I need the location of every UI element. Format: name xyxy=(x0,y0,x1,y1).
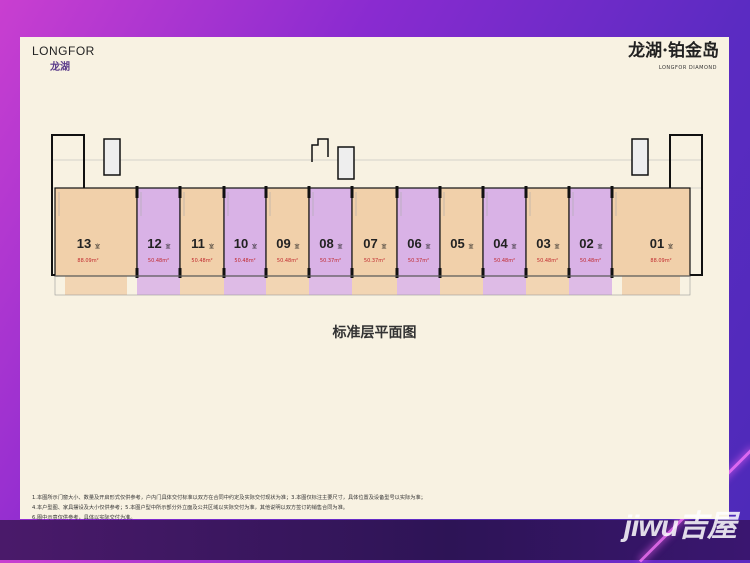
unit-suffix: 室 xyxy=(209,243,214,250)
unit-number: 11 xyxy=(191,236,205,251)
unit-balcony xyxy=(65,276,127,295)
plan-title: 标准层平面图 xyxy=(332,325,417,341)
unit-suffix: 室 xyxy=(512,243,517,250)
unit-number: 06 xyxy=(407,236,421,251)
unit-suffix: 室 xyxy=(295,243,300,250)
shaft xyxy=(311,138,329,162)
unit-room xyxy=(266,188,309,276)
unit-area: 50.48m² xyxy=(277,258,298,264)
unit-room xyxy=(440,188,483,276)
note-line: 4.本户型图、家具摆设及大小仅供参考；5.本图户型中所示部分外立面及公共区域以实… xyxy=(32,505,348,511)
unit-03: 03 室 50.48m² xyxy=(525,187,570,295)
unit-area: 50.37m² xyxy=(364,258,385,264)
unit-room xyxy=(569,188,612,276)
unit-row: 13 室 88.09m² 12 室 50.48m² 11 室 50.48m² 10 室 50.48m²… xyxy=(54,186,691,296)
notes: 1.本图所示门窗大小、数量及开启形式仅供参考，户内门具体交付标准以双方在合同中约… xyxy=(32,493,426,523)
unit-number: 08 xyxy=(319,236,333,251)
unit-area: 50.48m² xyxy=(580,258,601,264)
elevator-center xyxy=(337,146,355,180)
unit-suffix: 室 xyxy=(668,243,673,250)
project-title: 龙湖·铂金岛 xyxy=(628,41,719,61)
unit-balcony xyxy=(309,276,352,295)
note-line: 6.图中示意仅供参考，具体以实际交付为准。 xyxy=(32,515,136,521)
watermark-logo: jiwu吉屋 xyxy=(623,510,737,543)
unit-number: 12 xyxy=(147,236,161,251)
unit-area: 50.48m² xyxy=(148,258,169,264)
unit-balcony xyxy=(137,276,180,295)
unit-number: 04 xyxy=(493,236,508,251)
balcony-outline xyxy=(54,275,691,296)
unit-number: 09 xyxy=(276,236,290,251)
note-line: 1.本图所示门窗大小、数量及开启形式仅供参考，户内门具体交付标准以双方在合同中约… xyxy=(32,495,426,501)
unit-area: 50.48m² xyxy=(234,258,255,264)
unit-suffix: 室 xyxy=(469,243,474,250)
elevator-right xyxy=(631,138,649,176)
project-subtitle: LONGFOR DIAMOND xyxy=(658,65,717,71)
unit-suffix: 室 xyxy=(338,243,343,250)
floor-plan: 13 室 88.09m² 12 室 50.48m² 11 室 50.48m² 10 室 50.48m²… xyxy=(51,134,703,296)
unit-number: 01 xyxy=(650,236,664,251)
unit-room xyxy=(612,188,690,276)
unit-12: 12 室 50.48m² xyxy=(136,187,181,295)
unit-room xyxy=(55,188,137,276)
unit-number: 13 xyxy=(77,236,91,251)
unit-room xyxy=(137,188,180,276)
light-streak xyxy=(0,0,166,13)
unit-balcony xyxy=(397,276,440,295)
unit-number: 03 xyxy=(536,236,550,251)
unit-11: 11 室 50.48m² xyxy=(179,187,225,295)
unit-area: 50.37m² xyxy=(408,258,429,264)
unit-suffix: 室 xyxy=(166,243,171,250)
unit-balcony xyxy=(224,276,266,295)
unit-01: 01 室 88.09m² xyxy=(611,187,691,295)
unit-area: 88.09m² xyxy=(77,258,98,264)
unit-room xyxy=(180,188,224,276)
unit-room xyxy=(352,188,397,276)
unit-suffix: 室 xyxy=(598,243,603,250)
unit-07: 07 室 50.37m² xyxy=(351,187,398,295)
unit-room xyxy=(224,188,266,276)
unit-number: 07 xyxy=(363,236,377,251)
unit-room xyxy=(483,188,526,276)
unit-room xyxy=(397,188,440,276)
unit-06: 06 室 50.37m² xyxy=(396,187,441,295)
elevator-left xyxy=(103,138,121,176)
unit-suffix: 室 xyxy=(382,243,387,250)
unit-13: 13 室 88.09m² xyxy=(54,187,138,295)
unit-balcony xyxy=(352,276,397,295)
corridor xyxy=(51,159,703,189)
unit-balcony xyxy=(569,276,612,295)
unit-08: 08 室 50.37m² xyxy=(308,187,353,295)
unit-area: 88.09m² xyxy=(650,258,671,264)
unit-area: 50.48m² xyxy=(537,258,558,264)
unit-suffix: 室 xyxy=(252,243,257,250)
unit-05: 05 室 xyxy=(439,187,484,295)
brand-logo: LONGFOR xyxy=(32,44,95,58)
unit-balcony xyxy=(622,276,680,295)
unit-balcony xyxy=(440,276,483,295)
unit-balcony xyxy=(180,276,224,295)
unit-balcony xyxy=(483,276,526,295)
unit-04: 04 室 50.48m² xyxy=(482,187,527,295)
unit-area: 50.37m² xyxy=(320,258,341,264)
floor-plan-card: LONGFOR 龙湖 龙湖·铂金岛 LONGFOR DIAMOND 13 室 88.… xyxy=(20,37,729,521)
unit-02: 02 室 50.48m² xyxy=(568,187,613,295)
unit-room xyxy=(526,188,569,276)
unit-suffix: 室 xyxy=(555,243,560,250)
unit-area: 50.48m² xyxy=(191,258,212,264)
unit-09: 09 室 50.48m² xyxy=(265,187,310,295)
unit-room xyxy=(309,188,352,276)
unit-10: 10 室 50.48m² xyxy=(223,187,267,295)
unit-number: 10 xyxy=(234,236,248,251)
background-bottom xyxy=(0,520,750,560)
unit-suffix: 室 xyxy=(426,243,431,250)
unit-balcony xyxy=(526,276,569,295)
unit-suffix: 室 xyxy=(95,243,100,250)
unit-number: 05 xyxy=(450,236,464,251)
unit-number: 02 xyxy=(579,236,593,251)
unit-area: 50.48m² xyxy=(494,258,515,264)
unit-balcony xyxy=(266,276,309,295)
brand-logo-cn: 龙湖 xyxy=(50,62,70,73)
